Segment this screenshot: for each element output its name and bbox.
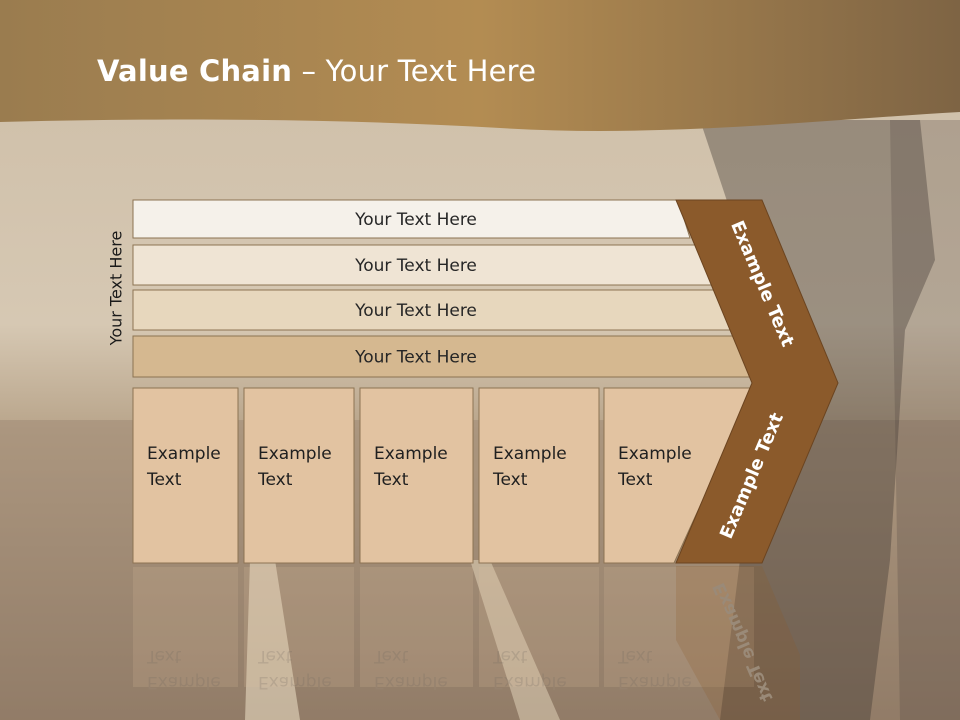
activity-cell-reflection-line2: Text xyxy=(617,646,653,666)
value-bar-label: Your Text Here xyxy=(354,256,477,276)
activity-cell-line1: Example xyxy=(493,444,567,464)
chevron-arrow xyxy=(675,199,839,564)
value-bar-label: Your Text Here xyxy=(354,210,477,230)
activity-cell-reflection xyxy=(244,567,354,687)
activity-cell-reflection-line1: Example xyxy=(147,672,221,692)
activity-cell-reflection-line1: Example xyxy=(374,672,448,692)
activity-cell-line1: Example xyxy=(618,444,692,464)
activity-cell-line1: Example xyxy=(374,444,448,464)
activity-cell-reflection-line1: Example xyxy=(493,672,567,692)
value-bar-label: Your Text Here xyxy=(354,348,477,368)
activity-cell-reflection-line1: Example xyxy=(258,672,332,692)
activity-cell-line2: Text xyxy=(373,470,409,490)
value-bar-label: Your Text Here xyxy=(354,301,477,321)
slide-title: Value Chain – Your Text Here xyxy=(97,54,537,88)
activity-cell-reflection-line2: Text xyxy=(373,646,409,666)
activity-cell xyxy=(478,387,600,564)
activity-cell-reflection-line2: Text xyxy=(492,646,528,666)
activity-cell-reflection xyxy=(133,567,238,687)
activity-cell-reflection-line2: Text xyxy=(257,646,293,666)
activity-cell-reflection xyxy=(479,567,599,687)
activity-cell-reflection xyxy=(360,567,473,687)
activity-cell xyxy=(243,387,355,564)
activity-cell-reflection-line1: Example xyxy=(618,672,692,692)
activity-cell xyxy=(603,387,755,564)
activity-cell-line2: Text xyxy=(146,470,182,490)
chevron-reflection xyxy=(676,566,800,720)
activity-cell xyxy=(359,387,474,564)
activity-cell-line2: Text xyxy=(257,470,293,490)
activity-cell xyxy=(132,387,239,564)
activity-cell-reflection xyxy=(604,567,754,687)
activity-cell-line2: Text xyxy=(492,470,528,490)
value-bar xyxy=(132,199,691,239)
activity-cell-line1: Example xyxy=(258,444,332,464)
header-band xyxy=(0,0,960,131)
activity-cell-line2: Text xyxy=(617,470,653,490)
activity-cell-line1: Example xyxy=(147,444,221,464)
activity-cell-reflection-line2: Text xyxy=(146,646,182,666)
